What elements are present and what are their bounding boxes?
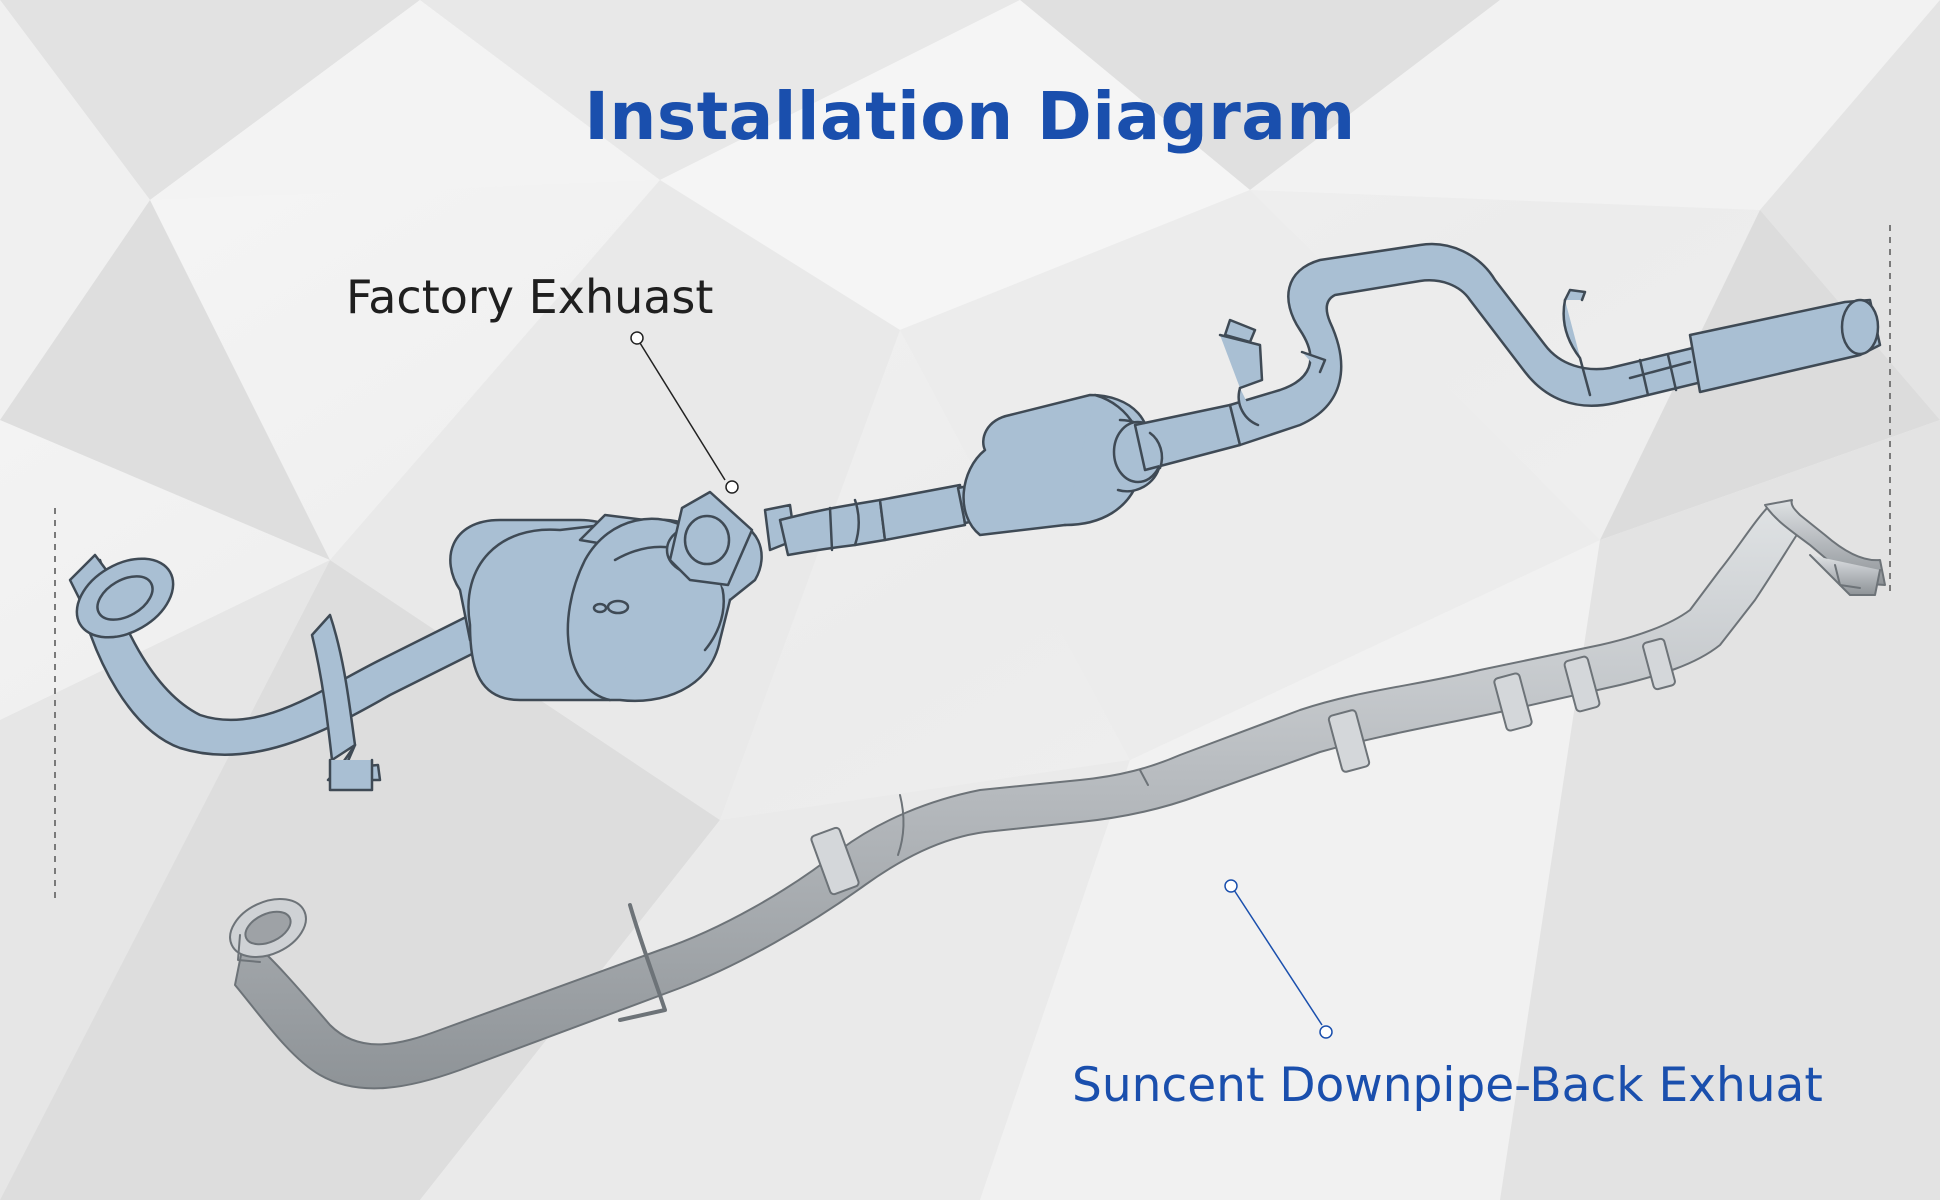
suncent-exhaust-assembly — [229, 499, 1886, 1090]
suncent-clamps — [810, 637, 1676, 896]
suncent-leader — [1224, 879, 1333, 1039]
suncent-exhaust-label: Suncent Downpipe-Back Exhuat — [1072, 1058, 1823, 1113]
factory-exhaust-label: Factory Exhuast — [346, 270, 714, 324]
page-title: Installation Diagram — [584, 78, 1356, 155]
factory-mid-muffler — [962, 393, 1242, 537]
factory-exhaust-assembly — [68, 242, 1882, 792]
factory-leader-start-dot — [630, 331, 644, 345]
factory-front-catalyst — [449, 490, 763, 703]
factory-leader — [630, 331, 739, 494]
factory-front-downpipe — [68, 553, 482, 792]
factory-leader-end-dot — [725, 480, 739, 494]
suncent-leader-start-dot — [1224, 879, 1238, 893]
factory-tail-tip — [1688, 298, 1882, 394]
suncent-rear-bend — [1764, 499, 1886, 586]
suncent-leader-end-dot — [1319, 1025, 1333, 1039]
suncent-front-hanger — [618, 903, 667, 1022]
